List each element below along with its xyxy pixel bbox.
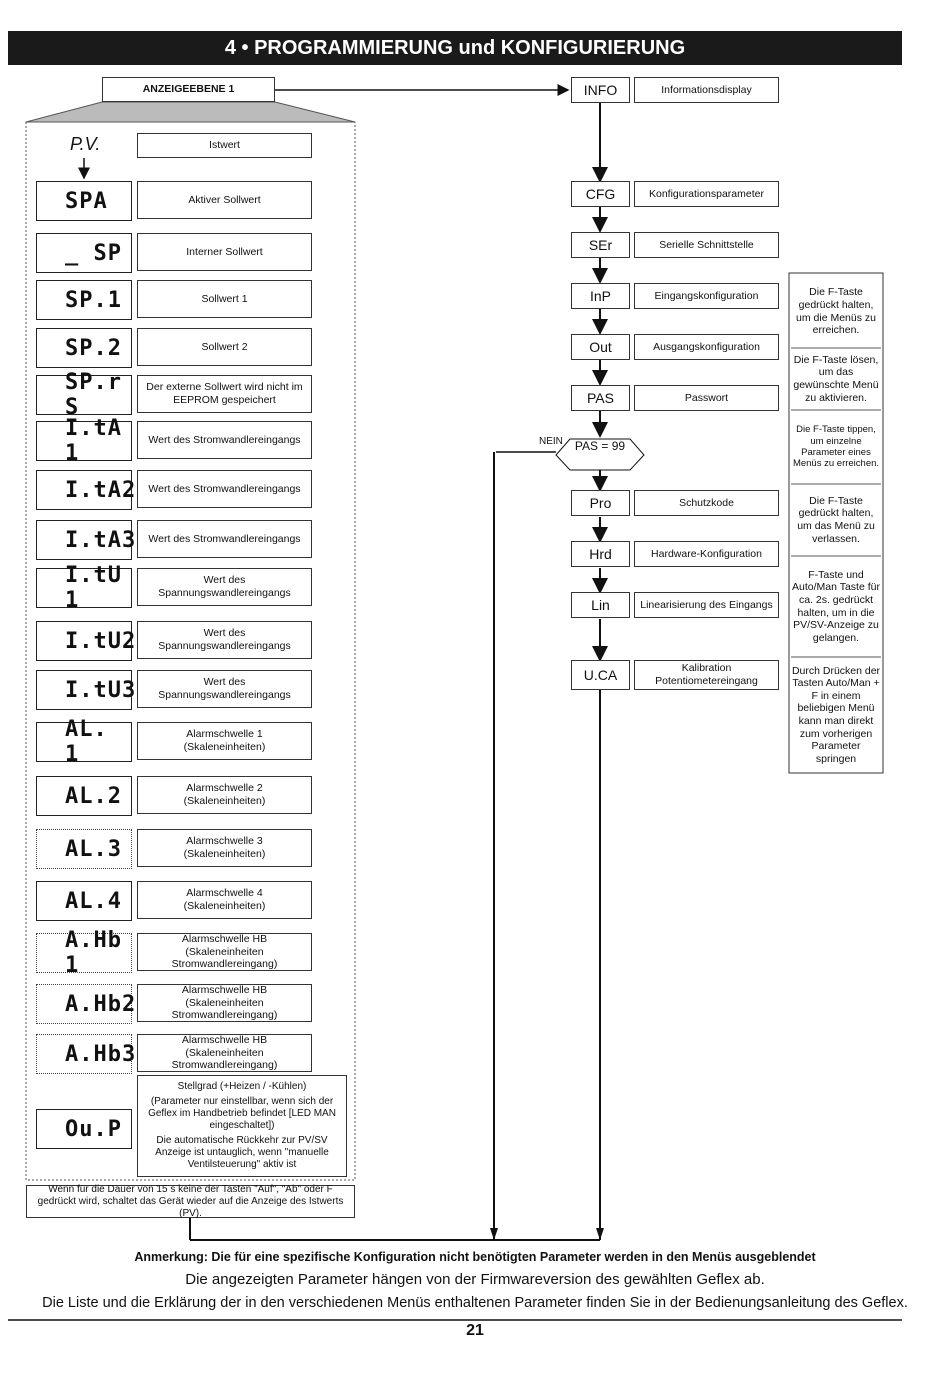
menu-desc: Kalibration Potentiometereingang	[634, 660, 779, 690]
footer-line2: Die angezeigten Parameter hängen von der…	[185, 1271, 765, 1288]
lcd-oup: Ou.P	[36, 1109, 132, 1149]
lcd-param-code: I.tU 1	[36, 563, 132, 613]
param-desc: Der externe Sollwert wird nicht im EEPRO…	[137, 375, 312, 413]
side-note: Durch Drücken der Tasten Auto/Man + F in…	[791, 664, 881, 765]
param-desc: Wert des Stromwandlereingangs	[137, 421, 312, 459]
param-desc: Wert des Spannungswandlereingangs	[137, 670, 312, 708]
param-desc: Alarmschwelle 1 (Skaleneinheiten)	[137, 722, 312, 760]
lcd-param-code: AL.4	[36, 881, 132, 921]
lcd-param-code: SPA	[36, 181, 132, 221]
lcd-param-code: I.tU2	[36, 621, 135, 661]
param-desc: Wert des Stromwandlereingangs	[137, 520, 312, 558]
side-note: Die F-Taste lösen, um das gewünschte Men…	[793, 353, 879, 404]
side-note: Die F-Taste gedrückt halten, um das Menü…	[797, 494, 875, 545]
param-desc: Alarmschwelle HB (Skaleneinheiten Stromw…	[137, 1034, 312, 1072]
oup-desc: Stellgrad (+Heizen / -Kühlen) (Parameter…	[137, 1075, 347, 1177]
menu-code: CFG	[571, 181, 630, 207]
side-note: F-Taste und Auto/Man Taste für ca. 2s. g…	[792, 568, 880, 644]
menu-code: U.CA	[571, 660, 630, 690]
group-label: ANZEIGEEBENE 1	[102, 77, 275, 102]
menu-desc: Ausgangskonfiguration	[634, 334, 779, 360]
footer-remark: Anmerkung: Die für eine spezifische Konf…	[134, 1250, 816, 1264]
lcd-param-code: A.Hb 1	[36, 928, 132, 978]
lcd-param-code: A.Hb2	[36, 984, 135, 1024]
param-desc: Alarmschwelle HB (Skaleneinheiten Stromw…	[137, 933, 312, 971]
oup-desc-3: Die automatische Rückkehr zur PV/SV Anze…	[155, 1135, 329, 1170]
param-desc: Alarmschwelle 4 (Skaleneinheiten)	[137, 881, 312, 919]
lcd-param-code: SP.r S	[36, 370, 132, 420]
lcd-param-code: SP.2	[36, 328, 132, 368]
param-desc: Alarmschwelle 2 (Skaleneinheiten)	[137, 776, 312, 814]
menu-code: Out	[571, 334, 630, 360]
menu-desc: Schutzkode	[634, 490, 779, 516]
param-desc: Sollwert 1	[137, 280, 312, 318]
menu-code: Lin	[571, 592, 630, 618]
decision-pas99: PAS = 99	[574, 439, 626, 453]
no-label: NEIN	[539, 436, 563, 447]
menu-desc: Informationsdisplay	[634, 77, 779, 103]
menu-code: INFO	[571, 77, 630, 103]
param-desc: Interner Sollwert	[137, 233, 312, 271]
menu-code: InP	[571, 283, 630, 309]
menu-desc: Passwort	[634, 385, 779, 411]
menu-code: PAS	[571, 385, 630, 411]
menu-code: Hrd	[571, 541, 630, 567]
side-note: Die F-Taste gedrückt halten, um die Menü…	[796, 286, 876, 337]
lcd-param-code: I.tA2	[36, 470, 135, 510]
page-title: 4 • PROGRAMMIERUNG und KONFIGURIERUNG	[8, 31, 902, 65]
param-desc: Aktiver Sollwert	[137, 181, 312, 219]
param-desc: Wert des Spannungswandlereingangs	[137, 621, 312, 659]
lcd-param-code: I.tU3	[36, 670, 135, 710]
param-desc: Wert des Spannungswandlereingangs	[137, 568, 312, 606]
pv-desc: Istwert	[137, 133, 312, 158]
lcd-param-code: AL.2	[36, 776, 132, 816]
lcd-param-code: A.Hb3	[36, 1034, 135, 1074]
oup-desc-2: (Parameter nur einstellbar, wenn sich de…	[148, 1096, 336, 1131]
lcd-param-code: I.tA 1	[36, 416, 132, 466]
menu-code: SEr	[571, 232, 630, 258]
footer-line3: Die Liste und die Erklärung der in den v…	[42, 1295, 908, 1311]
pv-label: P.V.	[70, 134, 101, 154]
menu-desc: Hardware-Konfiguration	[634, 541, 779, 567]
oup-desc-1: Stellgrad (+Heizen / -Kühlen)	[177, 1081, 307, 1092]
lcd-param-code: AL.3	[36, 829, 132, 869]
menu-desc: Konfigurationsparameter	[634, 181, 779, 207]
lcd-param-code: I.tA3	[36, 520, 135, 560]
side-note: Die F-Taste tippen, um einzelne Paramete…	[792, 424, 880, 470]
param-desc: Wert des Stromwandlereingangs	[137, 470, 312, 508]
menu-code: Pro	[571, 490, 630, 516]
lcd-param-code: _ SP	[36, 233, 132, 273]
menu-desc: Serielle Schnittstelle	[634, 232, 779, 258]
timeout-note: Wenn für die Dauer von 15 s keine der Ta…	[26, 1184, 355, 1219]
param-desc: Alarmschwelle HB (Skaleneinheiten Stromw…	[137, 984, 312, 1022]
menu-desc: Eingangskonfiguration	[634, 283, 779, 309]
param-desc: Sollwert 2	[137, 328, 312, 366]
lcd-param-code: SP.1	[36, 280, 132, 320]
lcd-param-code: AL. 1	[36, 717, 132, 767]
page-number: 21	[466, 1322, 484, 1339]
param-desc: Alarmschwelle 3 (Skaleneinheiten)	[137, 829, 312, 867]
menu-desc: Linearisierung des Eingangs	[634, 592, 779, 618]
